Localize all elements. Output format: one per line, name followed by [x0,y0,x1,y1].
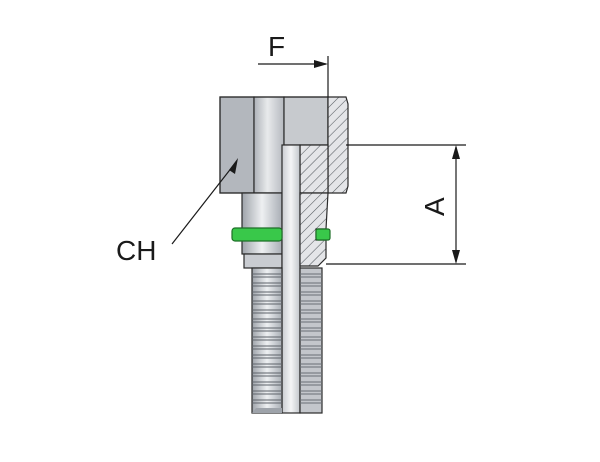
serration-groove [300,318,322,323]
serration-groove [300,282,322,287]
serration-groove [252,309,282,314]
serration-groove [252,399,282,404]
serration-groove [300,273,322,278]
serration-groove [252,273,282,278]
serration-groove [252,336,282,341]
serration-groove [300,345,322,350]
serration-groove [252,354,282,359]
serration-groove [252,300,282,305]
o-ring-seal [231,227,331,242]
serration-groove [252,318,282,323]
nut-section [299,96,349,194]
bore [281,144,301,414]
label-ch: CH [116,235,156,266]
serration-groove [252,282,282,287]
serrated-tail [251,267,323,414]
serration-groove [300,336,322,341]
serration-groove [300,390,322,395]
serration-groove [300,399,322,404]
serration-groove [300,309,322,314]
serration-groove [300,363,322,368]
serration-groove [300,354,322,359]
serration-groove [300,300,322,305]
label-a: A [419,197,450,216]
serration-groove [252,345,282,350]
serration-groove [252,363,282,368]
serration-groove [252,390,282,395]
serration-groove [300,327,322,332]
serration-groove [252,372,282,377]
serration-groove [300,372,322,377]
serration-groove [300,291,322,296]
label-f: F [268,31,285,62]
serration-groove [300,381,322,386]
serration-groove [252,291,282,296]
dimension-a: A [326,144,466,265]
nipple-body [241,192,283,269]
serration-groove [252,327,282,332]
serration-groove [252,381,282,386]
dimension-f: F [258,31,329,97]
leader-ch: CH [116,158,238,266]
